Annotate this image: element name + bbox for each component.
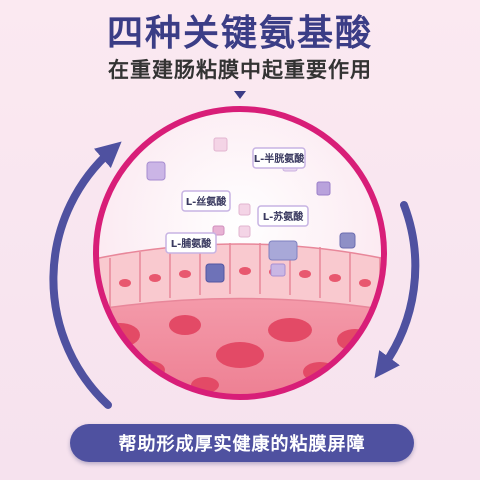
amino-label-serine: L-丝氨酸 bbox=[181, 190, 231, 212]
cycle-arrow-right bbox=[374, 201, 420, 379]
svg-text:L-丝氨酸: L-丝氨酸 bbox=[186, 195, 228, 208]
page-title: 四种关键氨基酸 bbox=[106, 13, 373, 54]
amino-label-cysteine: L-半胱氨酸 bbox=[252, 147, 306, 169]
banner-text: 帮助形成厚实健康的粘膜屏障 bbox=[118, 434, 366, 455]
svg-text:L-苏氨酸: L-苏氨酸 bbox=[263, 210, 305, 223]
svg-text:L-脯氨酸: L-脯氨酸 bbox=[171, 237, 213, 250]
amino-label-proline: L-脯氨酸 bbox=[165, 232, 217, 254]
magnifier-ring bbox=[93, 106, 387, 400]
benefit-banner: 帮助形成厚实健康的粘膜屏障 bbox=[70, 424, 414, 462]
down-triangle-icon bbox=[234, 91, 246, 99]
amino-label-threonine: L-苏氨酸 bbox=[257, 205, 309, 227]
page-subtitle: 在重建肠粘膜中起重要作用 bbox=[108, 58, 372, 82]
cycle-arrow-left bbox=[49, 141, 122, 409]
svg-text:L-半胱氨酸: L-半胱氨酸 bbox=[254, 152, 306, 165]
